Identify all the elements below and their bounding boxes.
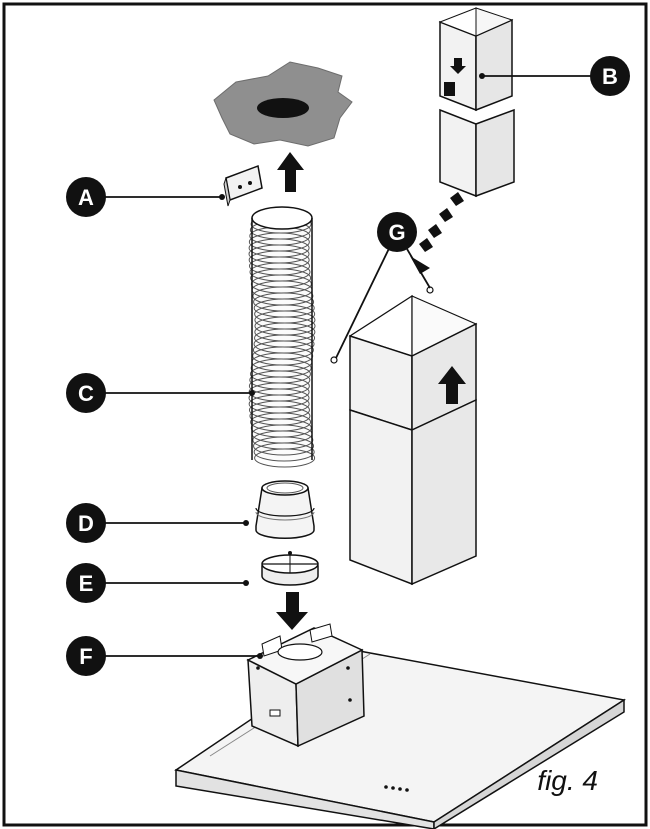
callout-marker-b: B — [590, 56, 630, 96]
arrow-up-icon — [277, 152, 304, 192]
callout-marker-f: F — [66, 636, 106, 676]
arrow-down-icon — [450, 58, 466, 74]
arrow-down-icon — [276, 592, 308, 630]
hood-canopy — [174, 649, 626, 829]
callout-marker-d: D — [66, 503, 106, 543]
control-button-icon — [384, 785, 388, 789]
ceiling-hole — [257, 98, 309, 118]
control-button-icon — [405, 788, 409, 792]
insertion-direction-arrow — [410, 192, 464, 274]
duct-top-opening — [251, 206, 313, 230]
callout-marker-a: A — [66, 177, 106, 217]
screw-icon — [330, 356, 338, 364]
duct-rib — [254, 448, 316, 468]
lower-chimney — [330, 286, 478, 586]
callout-label-f: F — [79, 644, 92, 669]
callout-label-g: G — [388, 220, 405, 245]
callout-marker-g: G — [377, 212, 417, 252]
non-return-valve — [261, 551, 319, 586]
callout-label-d: D — [78, 511, 94, 536]
bracket — [223, 164, 263, 207]
arrow-up-icon — [438, 366, 466, 404]
control-button-icon — [391, 786, 395, 790]
duct-rib — [253, 436, 315, 456]
motor-housing — [246, 623, 365, 748]
flexible-duct — [248, 206, 316, 468]
callout-label-a: A — [78, 185, 94, 210]
leader-lines — [86, 75, 610, 657]
ceiling-plate — [213, 61, 353, 147]
callout-label-b: B — [602, 64, 618, 89]
duct-rib — [253, 442, 315, 462]
callout-marker-c: C — [66, 373, 106, 413]
figure-caption: fig. 4 — [537, 765, 598, 796]
control-button-icon — [398, 787, 402, 791]
callout-label-e: E — [79, 571, 94, 596]
callout-label-c: C — [78, 381, 94, 406]
leader-end-dots — [219, 73, 485, 659]
vent-slot — [444, 82, 455, 96]
callout-marker-e: E — [66, 563, 106, 603]
reducer-ring — [255, 480, 315, 540]
upper-chimney — [438, 7, 515, 198]
